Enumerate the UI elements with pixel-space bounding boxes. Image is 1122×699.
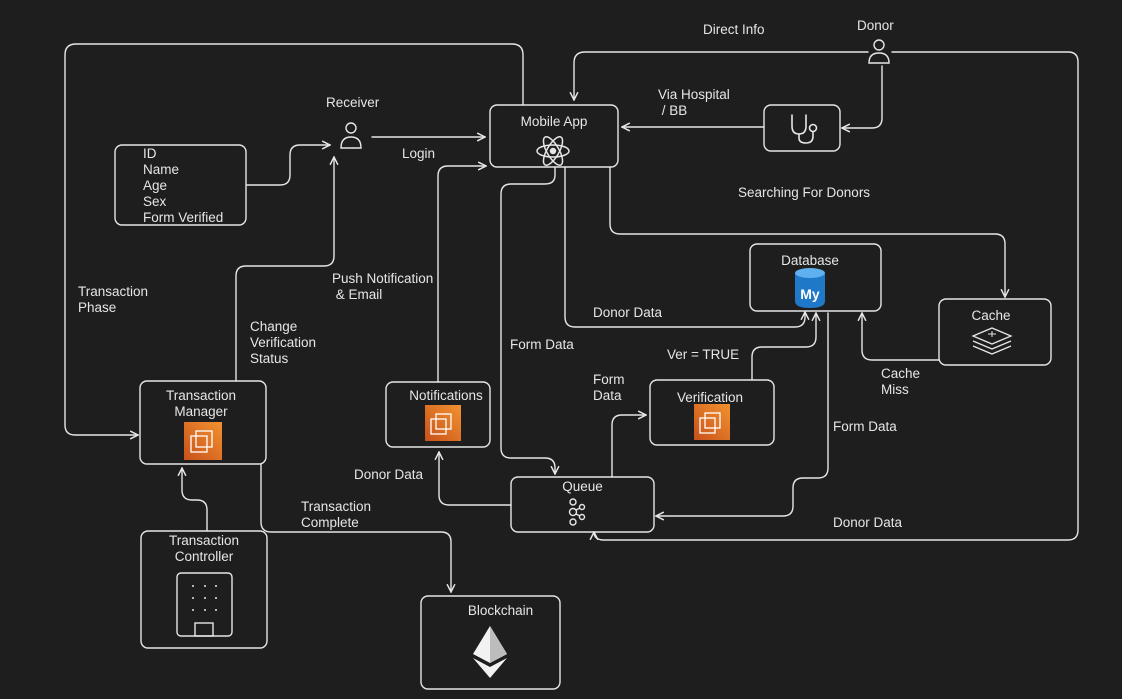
- edge-label-change-verification-line1: Change: [250, 319, 298, 334]
- edge-label-form-data-left: Form Data: [510, 337, 574, 352]
- edge-label-login: Login: [402, 146, 436, 161]
- queue-title[interactable]: Queue: [562, 479, 603, 494]
- cache-box: [938, 298, 1052, 366]
- blockchain-title[interactable]: Blockchain: [467, 603, 534, 618]
- donor-label: Donor: [857, 18, 894, 33]
- edge-label-form-data-verification-line1: Form: [593, 372, 625, 387]
- receiver-fields-box: [114, 144, 247, 226]
- edge-verification-to-db: [751, 313, 816, 381]
- database-box: [749, 243, 882, 312]
- edge-label-push-notification-line1: Push Notification: [332, 271, 434, 286]
- edge-label-transaction-phase-line1: Transaction: [78, 284, 149, 299]
- transaction-controller-title-line1: Transaction: [168, 533, 240, 548]
- aws-ec2-icon-verification: [694, 404, 730, 440]
- field-age: Age: [143, 178, 168, 193]
- notifications-title[interactable]: Notifications: [409, 388, 483, 403]
- transaction-controller-box: [140, 530, 268, 649]
- receiver-person-icon: [340, 122, 362, 149]
- edge-label-form-data-verification-line2: Data: [593, 388, 622, 403]
- edge-label-searching-for-donors: Searching For Donors: [738, 185, 871, 200]
- aws-ec2-icon-manager: [184, 422, 222, 460]
- edge-queue-to-notifications: [439, 452, 512, 506]
- ethereum-icon: [473, 626, 507, 678]
- receiver-fields-list: ID Name Age Sex Form Verified: [143, 146, 223, 226]
- database-title[interactable]: Database: [781, 253, 839, 268]
- edge-label-cache-miss-line1: Cache: [881, 366, 921, 381]
- blockchain-box: [420, 595, 561, 690]
- edge-label-donor-data-notifications: Donor Data: [354, 467, 424, 482]
- mysql-db-icon: My: [795, 268, 825, 308]
- stethoscope-icon: [791, 114, 818, 144]
- edge-label-change-verification-line2: Verification: [250, 335, 317, 350]
- edge-label-donor-data-db: Donor Data: [593, 305, 663, 320]
- edge-app-to-transaction-manager: [64, 43, 524, 435]
- edge-donor-to-queue: [594, 51, 1079, 541]
- transaction-manager-title[interactable]: Transaction Manager: [140, 388, 262, 420]
- edge-label-direct-info: Direct Info: [703, 22, 765, 37]
- edge-label-transaction-phase-line2: Phase: [78, 300, 117, 315]
- edge-donor-direct: [574, 51, 869, 100]
- transaction-controller-title-line2: Controller: [174, 549, 234, 564]
- edge-label-donor-data-bottom: Donor Data: [833, 515, 903, 530]
- mobile-app-box: [489, 104, 619, 168]
- donor-person-icon: [868, 39, 890, 64]
- edge-label-transaction-complete-line2: Complete: [301, 515, 359, 530]
- field-sex: Sex: [143, 194, 167, 209]
- edge-fields-to-receiver: [246, 145, 330, 186]
- edge-label-via-hospital-line2: / BB: [658, 103, 688, 118]
- edge-donor-hospital: [842, 65, 883, 128]
- kafka-icon: [568, 498, 586, 526]
- verification-box: [649, 379, 775, 446]
- field-id: ID: [143, 146, 157, 161]
- verification-title[interactable]: Verification: [676, 390, 744, 405]
- svg-text:My: My: [800, 286, 820, 302]
- cache-title[interactable]: Cache: [971, 308, 1011, 323]
- receiver-label: Receiver: [326, 95, 380, 110]
- edge-db-to-queue-form-data: [656, 312, 829, 516]
- edge-controller-to-manager: [182, 468, 208, 532]
- transaction-controller-title[interactable]: Transaction Controller: [141, 533, 267, 565]
- edge-label-via-hospital: Via Hospital / BB: [658, 87, 730, 119]
- transaction-manager-title-line1: Transaction: [165, 388, 237, 403]
- edge-app-donor-data-to-db: [564, 166, 805, 328]
- edge-manager-to-receiver: [235, 157, 334, 382]
- edge-label-change-verification-line3: Status: [250, 351, 289, 366]
- edge-label-form-data-right: Form Data: [833, 419, 897, 434]
- aws-ec2-icon-notifications: [425, 405, 461, 441]
- hospital-box: [763, 104, 841, 152]
- edge-label-via-hospital-line1: Via Hospital: [658, 87, 730, 102]
- edge-label-push-notification: Push Notification & Email: [332, 271, 433, 303]
- field-name: Name: [143, 162, 180, 177]
- redis-stack-icon: [971, 327, 1013, 355]
- react-atom-icon: [536, 136, 570, 166]
- edge-label-push-notification-line2: & Email: [332, 287, 383, 302]
- transaction-manager-box: [139, 380, 267, 465]
- field-form-verified: Form Verified: [143, 210, 224, 225]
- mobile-app-title[interactable]: Mobile App: [520, 114, 588, 129]
- edge-label-ver-true: Ver = TRUE: [667, 347, 740, 362]
- edge-app-to-cache: [609, 166, 1005, 297]
- transaction-manager-title-line2: Manager: [174, 404, 228, 419]
- edge-cache-miss-to-db: [862, 313, 940, 361]
- edge-app-form-data-to-queue: [500, 166, 555, 474]
- edge-label-cache-miss-line2: Miss: [881, 382, 909, 397]
- edge-queue-to-verification: [611, 415, 646, 478]
- edge-label-transaction-complete-line1: Transaction: [301, 499, 372, 514]
- server-rack-icon: [176, 572, 233, 637]
- edge-manager-to-blockchain: [260, 463, 451, 592]
- edge-notifications-to-app: [437, 166, 486, 383]
